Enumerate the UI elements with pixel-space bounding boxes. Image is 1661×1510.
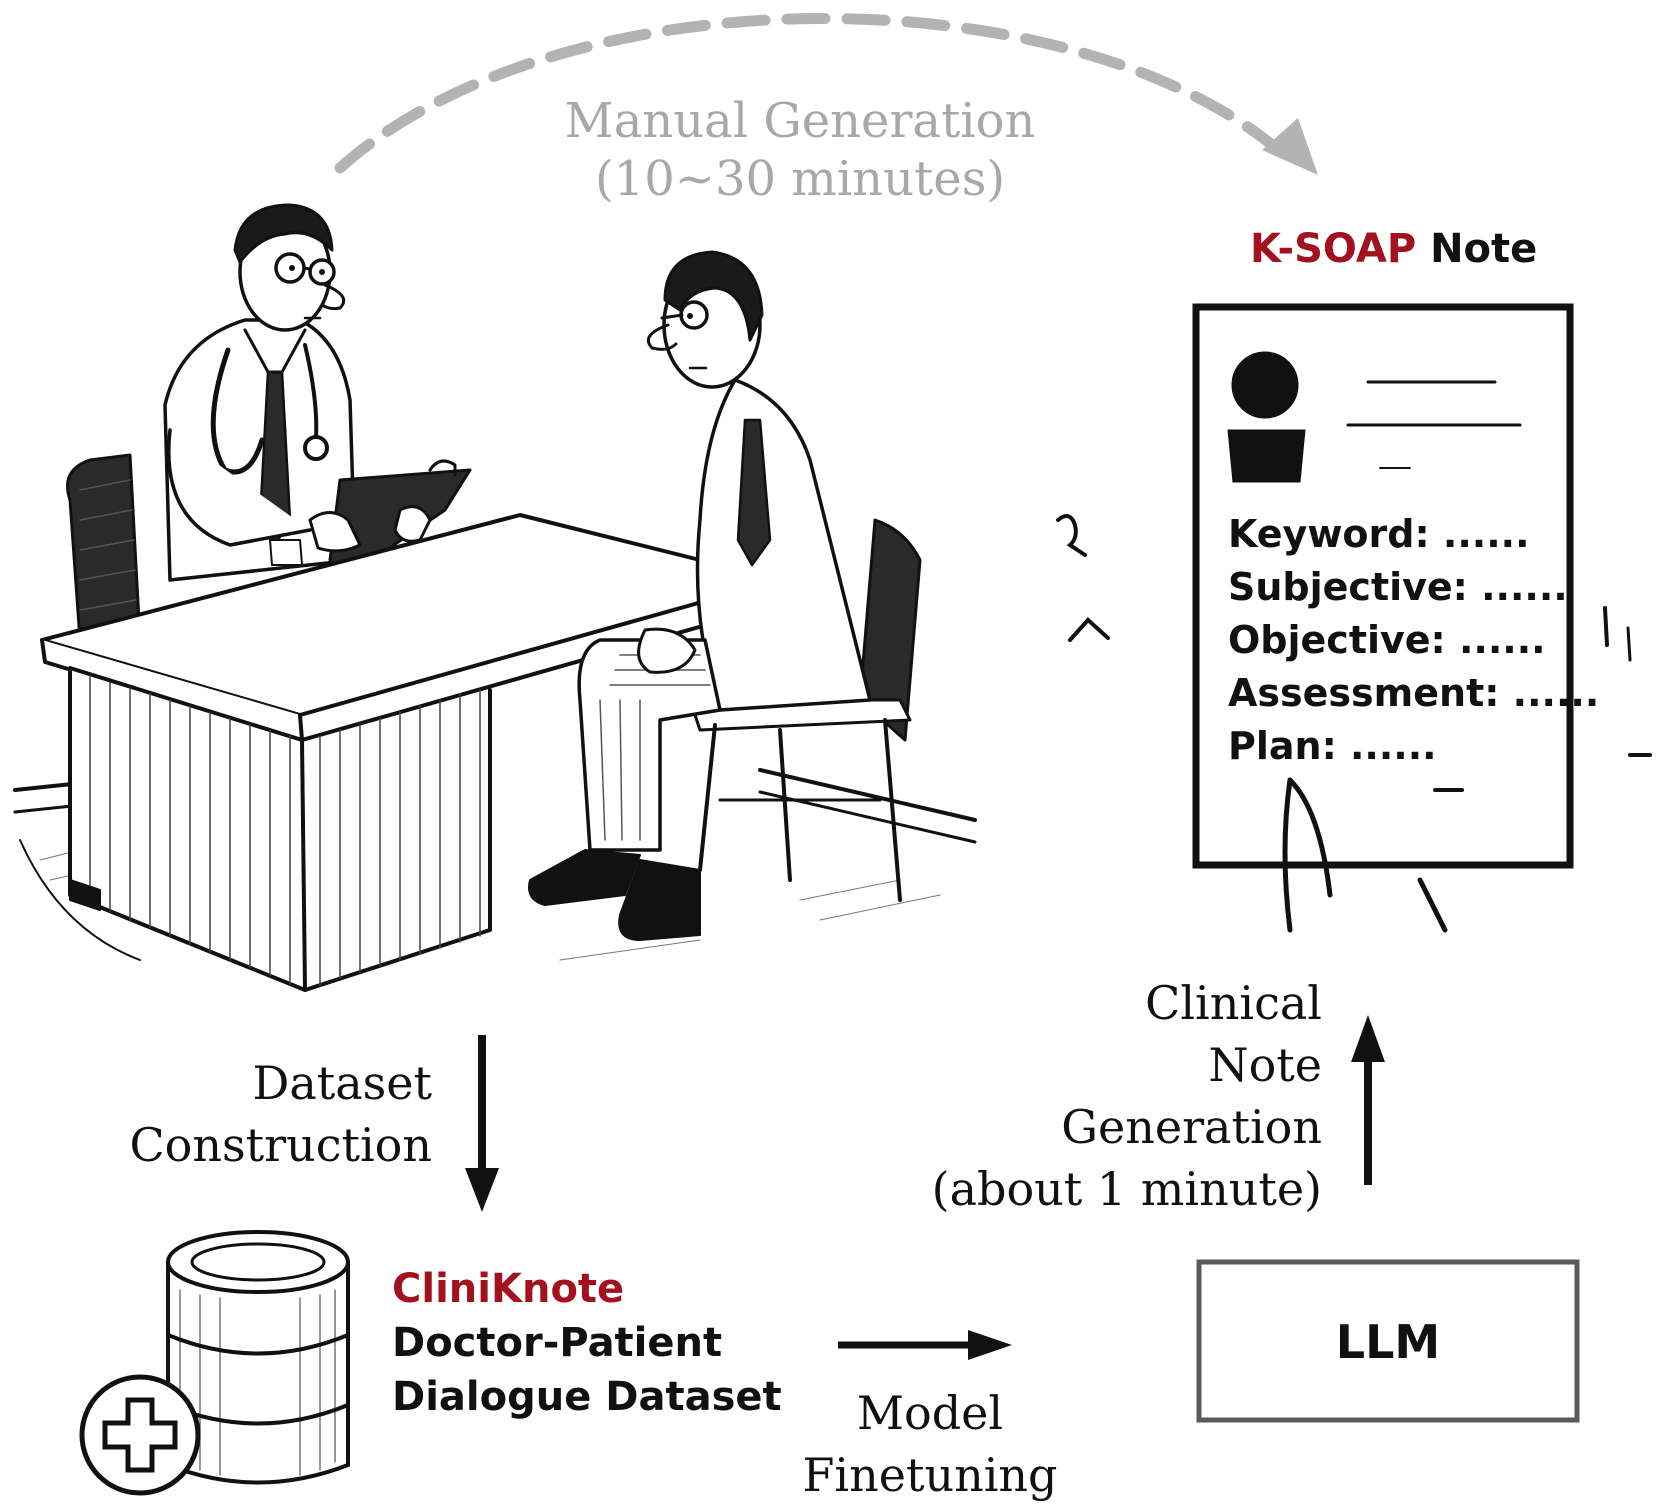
llm-box bbox=[1196, 1259, 1580, 1423]
dataset-name-label: CliniKnote Doctor-Patient Dialogue Datas… bbox=[392, 1262, 782, 1424]
field-objective: Objective: ...... bbox=[1228, 618, 1546, 662]
consultation-illustration bbox=[13, 203, 977, 992]
field-assessment: Assessment: ...... bbox=[1228, 671, 1600, 715]
database-icon bbox=[79, 1230, 350, 1496]
clinical-note-generation-label: Clinical Note Generation (about 1 minute… bbox=[850, 972, 1322, 1220]
desk-stripes bbox=[89, 675, 481, 986]
k-soap-note-title: K-SOAP Note bbox=[1250, 225, 1537, 273]
manual-generation-line1: Manual Generation bbox=[564, 93, 1036, 149]
avatar-head-icon bbox=[1231, 351, 1299, 419]
model-finetuning-label: Model Finetuning bbox=[770, 1382, 1090, 1506]
clinical-gen-line3: Generation bbox=[1061, 1100, 1322, 1154]
dataset-construction-line1: Dataset bbox=[252, 1056, 432, 1110]
dataset-name-line3: Dialogue Dataset bbox=[392, 1374, 782, 1420]
k-soap-note-device bbox=[1056, 303, 1652, 933]
model-finetuning-line2: Finetuning bbox=[802, 1448, 1058, 1502]
manual-generation-line2: (10~30 minutes) bbox=[594, 151, 1006, 207]
k-soap-fields: Keyword: ...... Subjective: ...... Objec… bbox=[1228, 508, 1599, 773]
dataset-name-line2: Doctor-Patient bbox=[392, 1320, 723, 1366]
model-finetuning-arrow bbox=[838, 1330, 1012, 1360]
dataset-construction-line2: Construction bbox=[129, 1118, 432, 1172]
dataset-construction-arrow bbox=[465, 1035, 499, 1212]
k-soap-accent: K-SOAP bbox=[1250, 226, 1417, 272]
model-finetuning-line1: Model bbox=[856, 1386, 1004, 1440]
manual-generation-arrow bbox=[334, 13, 1318, 175]
clinical-gen-line4: (about 1 minute) bbox=[931, 1162, 1322, 1216]
dataset-construction-label: Dataset Construction bbox=[60, 1052, 432, 1176]
note-title-rest: Note bbox=[1416, 226, 1538, 272]
llm-label: LLM bbox=[1335, 1315, 1441, 1369]
field-keyword: Keyword: ...... bbox=[1228, 512, 1530, 556]
clinical-note-generation-arrow bbox=[1351, 1015, 1385, 1185]
field-plan: Plan: ...... bbox=[1228, 724, 1437, 768]
dataset-name-accent: CliniKnote bbox=[392, 1266, 625, 1312]
clinical-gen-line2: Note bbox=[1208, 1038, 1322, 1092]
manual-generation-label: Manual Generation (10~30 minutes) bbox=[520, 92, 1080, 208]
field-subjective: Subjective: ...... bbox=[1228, 565, 1568, 609]
clinical-gen-line1: Clinical bbox=[1145, 976, 1322, 1030]
avatar-body-icon bbox=[1227, 429, 1306, 483]
